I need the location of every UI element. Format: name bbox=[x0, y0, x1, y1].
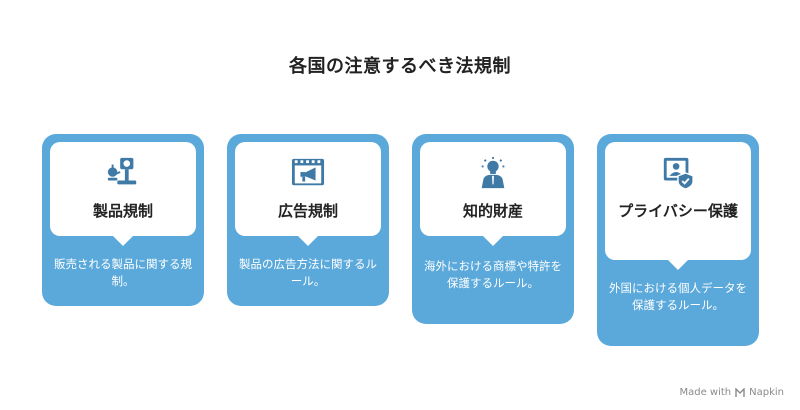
card-pointer bbox=[298, 236, 318, 246]
privacy-shield-icon bbox=[663, 157, 694, 190]
badge-prefix: Made with bbox=[679, 387, 732, 398]
page-title: 各国の注意するべき法規制 bbox=[289, 56, 511, 77]
card-product-regulation: 製品規制 販売される製品に関する規制。 bbox=[42, 134, 204, 306]
card-privacy-protection: プライバシー保護 外国における個人データを保護するルール。 bbox=[597, 134, 759, 346]
card-pointer bbox=[113, 236, 133, 246]
card-title: 製品規制 bbox=[92, 202, 153, 220]
card-title: 広告規制 bbox=[277, 202, 338, 220]
card-description: 外国における個人データを保護するルール。 bbox=[609, 281, 747, 312]
card-header: 広告規制 bbox=[235, 142, 381, 246]
card-title: プライバシー保護 bbox=[618, 202, 738, 220]
made-with-badge: Made with Napkin bbox=[679, 387, 784, 398]
card-header: 製品規制 bbox=[50, 142, 196, 246]
card-title: 知的財産 bbox=[462, 202, 523, 220]
badge-brand: Napkin bbox=[749, 387, 784, 398]
card-header: プライバシー保護 bbox=[605, 142, 751, 270]
megaphone-icon bbox=[291, 158, 325, 186]
card-pointer bbox=[483, 236, 503, 246]
card-intellectual-property: 知的財産 海外における商標や特許を保護するルール。 bbox=[412, 134, 574, 324]
card-description: 製品の広告方法に関するルール。 bbox=[239, 257, 377, 288]
card-description: 海外における商標や特許を保護するルール。 bbox=[424, 259, 562, 290]
scale-icon bbox=[107, 157, 137, 185]
idea-person-icon bbox=[481, 156, 505, 189]
card-advertising-regulation: 広告規制 製品の広告方法に関するルール。 bbox=[227, 134, 389, 306]
card-header: 知的財産 bbox=[420, 142, 566, 246]
card-description: 販売される製品に関する規制。 bbox=[54, 257, 192, 288]
card-pointer bbox=[668, 260, 688, 270]
napkin-logo-icon bbox=[735, 387, 745, 397]
